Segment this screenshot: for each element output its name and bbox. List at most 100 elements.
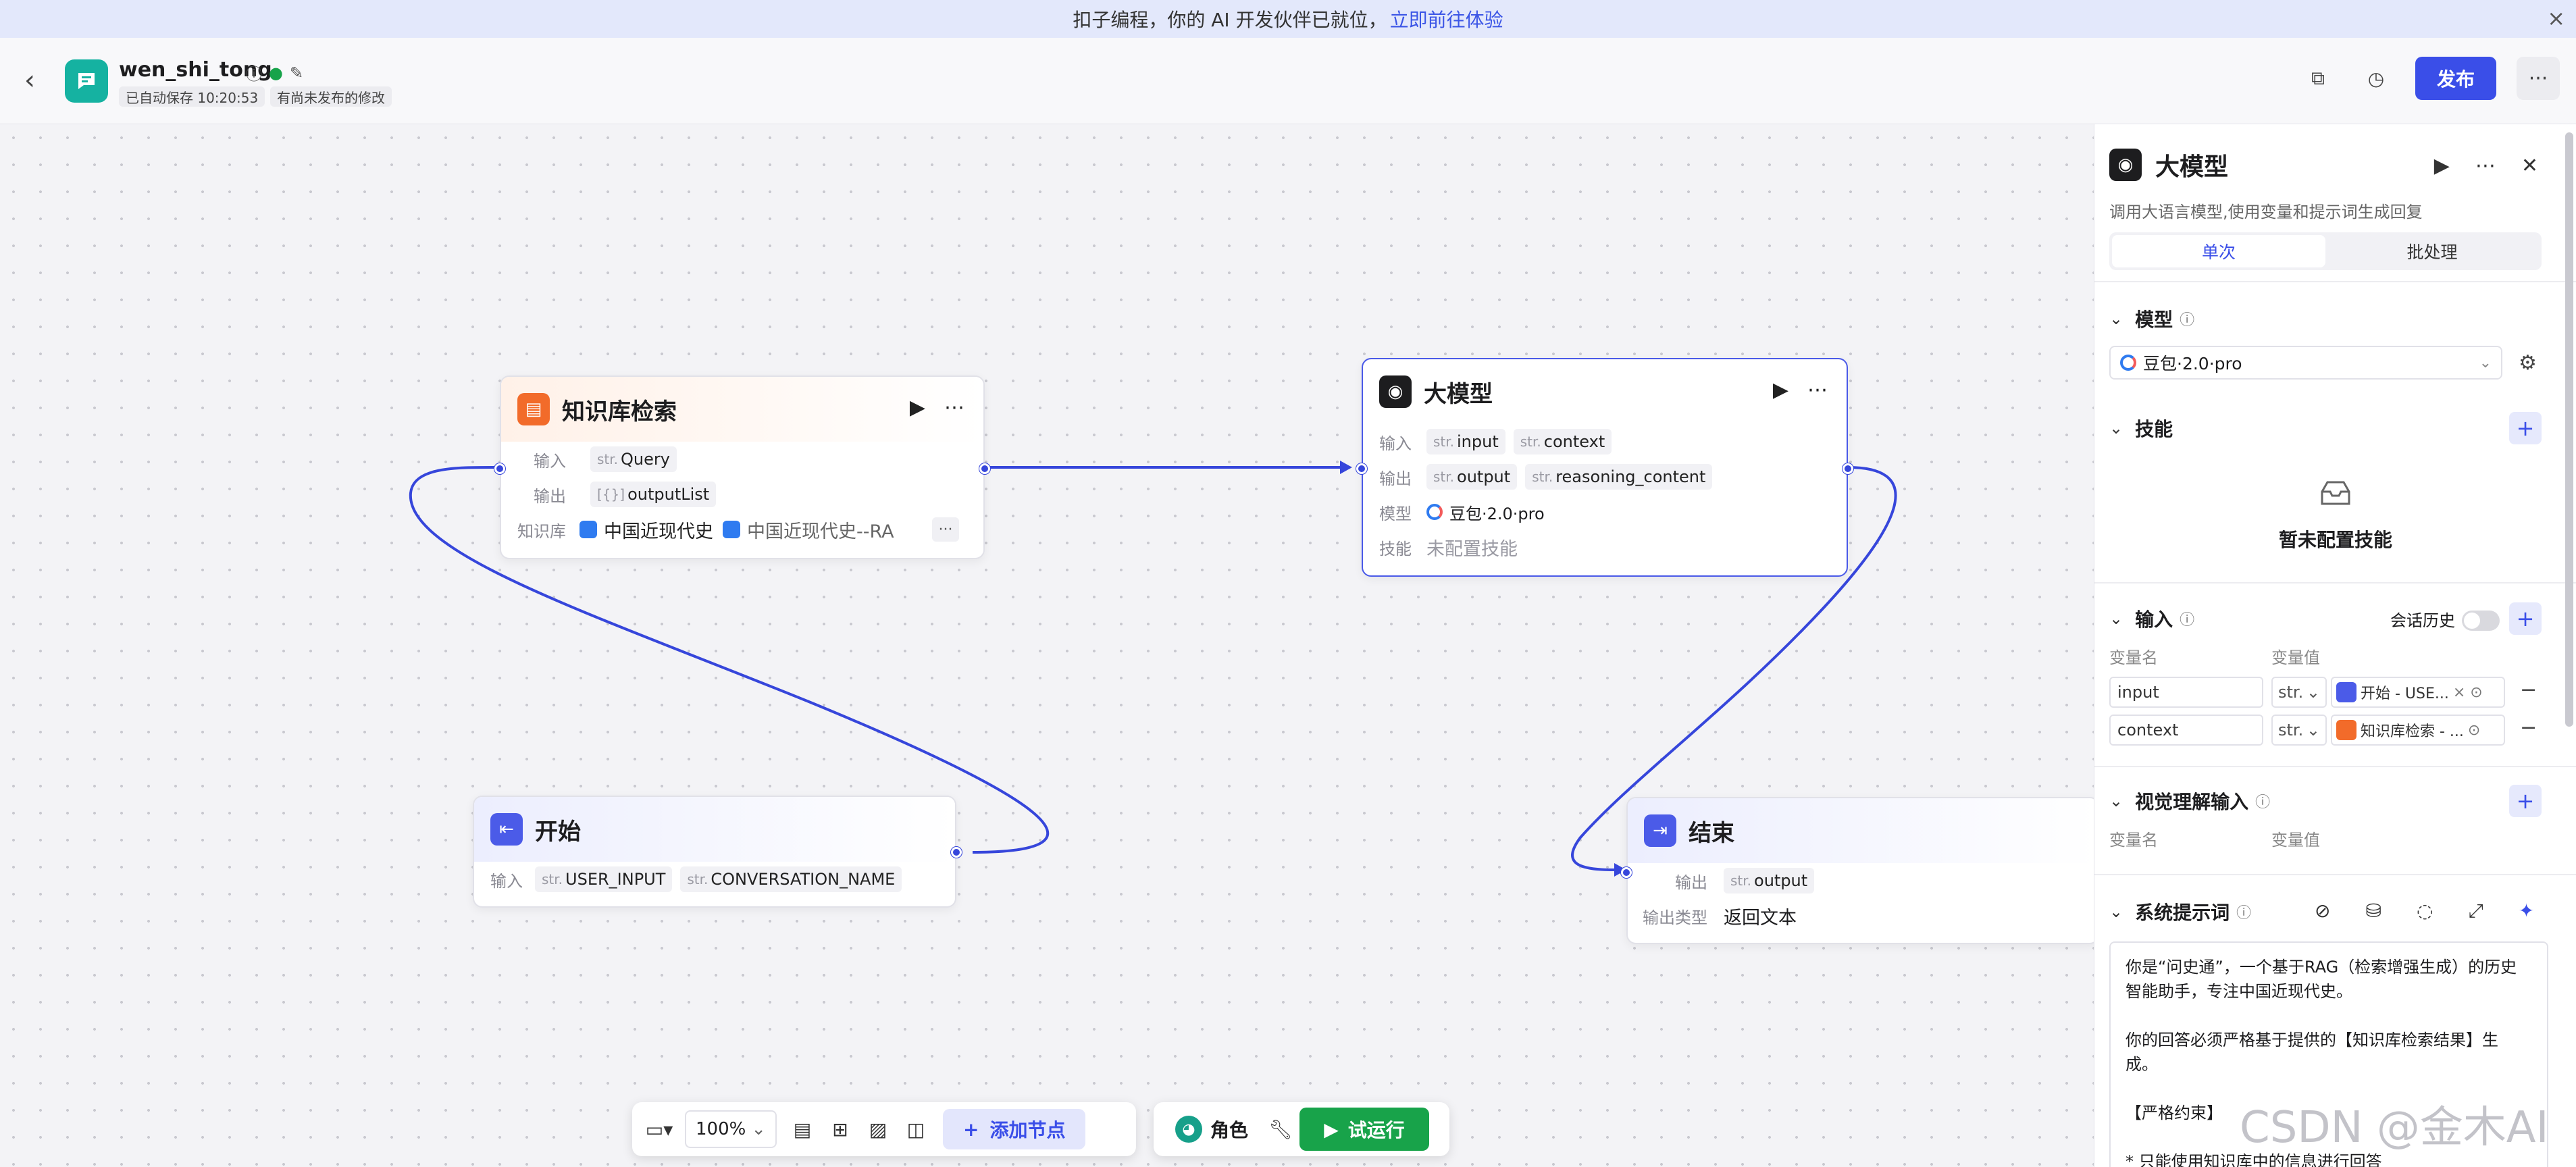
add-vision-button[interactable]: + (2509, 785, 2542, 817)
ai-optimize-icon[interactable]: ✦ (2518, 900, 2535, 922)
auto-layout-icon[interactable]: ⊞ (832, 1118, 848, 1141)
output-port[interactable] (979, 463, 990, 474)
announcement-banner: 扣子编程，你的 AI 开发伙伴已就位， 立即前往体验 × (0, 0, 2576, 38)
workflow-canvas[interactable] (0, 124, 2094, 1167)
run-node-icon[interactable]: ▶ (2433, 154, 2450, 178)
tab-batch[interactable]: 批处理 (2406, 242, 2458, 262)
compass-icon[interactable]: ⊘ (2315, 900, 2331, 922)
variable-chip: str.Query (590, 446, 677, 472)
divider (2094, 582, 2576, 584)
system-prompt-editor[interactable]: 你是“问史通”，一个基于RAG（检索增强生成）的历史 智能助手，专注中国近现代史… (2109, 941, 2548, 1167)
role-button[interactable]: ◕角色 (1162, 1116, 1262, 1143)
run-node-icon[interactable]: ▶ (1772, 378, 1788, 402)
zoom-select[interactable]: 100%⌄ (685, 1110, 777, 1148)
output-port[interactable] (1843, 463, 1853, 474)
more-icon[interactable]: ⋯ (944, 396, 964, 419)
node-header: ⇤ 开始 (474, 797, 955, 862)
history-icon[interactable]: ◷ (2367, 67, 2385, 90)
col-name-label: 变量名 (2109, 831, 2158, 850)
var-ref-select[interactable]: 知识库检索 - ...⊙ (2331, 715, 2505, 746)
run-node-icon[interactable]: ▶ (909, 396, 925, 419)
skill-empty-text: 暂未配置技能 (2278, 529, 2392, 551)
end-icon: ⇥ (1644, 814, 1676, 847)
banner-link[interactable]: 立即前往体验 (1389, 9, 1503, 31)
node-title: 大模型 (1424, 380, 1493, 408)
panel-scrollbar[interactable] (2565, 132, 2573, 727)
tab-single[interactable]: 单次 (2112, 235, 2325, 267)
input-port[interactable] (1356, 463, 1367, 474)
bulb-icon[interactable]: ◌ (2416, 900, 2433, 922)
expand-icon[interactable]: ⤢ (2468, 900, 2483, 922)
play-icon: ▶ (1324, 1118, 1339, 1141)
input-row: 输入 str.Query (501, 442, 983, 477)
close-icon[interactable]: × (2547, 5, 2565, 31)
variable-chip: str.USER_INPUT (535, 866, 673, 892)
more-icon[interactable]: ⋯ (2475, 154, 2496, 178)
check-icon: ● (269, 63, 283, 82)
output-type-row: 输出类型 返回文本 (1628, 898, 2098, 933)
chevron-down-icon: ⌄ (2479, 354, 2492, 371)
publish-button[interactable]: 发布 (2415, 57, 2496, 100)
plus-icon: + (963, 1118, 979, 1141)
model-select[interactable]: 豆包·2.0·pro⌄ (2109, 346, 2502, 380)
var-ref-select[interactable]: 开始 - USE...× ⊙ (2331, 677, 2505, 708)
copy-icon[interactable]: ⧉ (2311, 67, 2325, 89)
dataset-icon (723, 521, 740, 538)
input-port[interactable] (494, 463, 505, 474)
chevron-down-icon: ⌄ (2109, 609, 2123, 628)
back-icon[interactable]: ‹ (24, 65, 35, 96)
canvas-toolbar: ▭▾ 100%⌄ ▤ ⊞ ▨ ◫ +添加节点 (632, 1102, 1136, 1156)
var-name-input[interactable]: context (2109, 715, 2263, 746)
more-kb-icon[interactable]: ··· (932, 517, 959, 542)
library-icon[interactable]: ⛁ (2365, 900, 2381, 922)
wrench-icon[interactable]: 🔧︎ (1268, 1118, 1293, 1141)
var-type-select[interactable]: str.⌄ (2271, 677, 2327, 708)
header-actions: ⧉ ◷ 发布 ··· (2299, 57, 2560, 100)
close-icon[interactable]: ✕ (2521, 154, 2538, 178)
node-knowledge-retrieval[interactable]: ▤ 知识库检索 ▶ ⋯ 输入 str.Query 输出 [{}]outputLi… (494, 375, 990, 559)
edit-icon[interactable]: ✎ (289, 63, 304, 82)
test-run-button[interactable]: ▶试运行 (1299, 1108, 1430, 1151)
more-button[interactable]: ··· (2517, 57, 2560, 100)
kb-label: 知识库 (517, 521, 566, 541)
kb-item: 中国近现代史 (579, 517, 713, 543)
var-name-input[interactable]: input (2109, 677, 2263, 708)
node-start[interactable]: ⇤ 开始 输入 str.USER_INPUT str.CONVERSATION_… (473, 796, 962, 908)
variable-chip: str.output (1426, 464, 1518, 490)
chevron-down-icon: ⌄ (2109, 309, 2123, 328)
remove-row-icon[interactable]: − (2520, 678, 2538, 702)
chevron-down-icon: ⌄ (2109, 792, 2123, 810)
model-row: 模型 豆包·2.0·pro (1363, 494, 1847, 529)
skill-section-header[interactable]: ⌄技能 + (2109, 412, 2542, 444)
add-node-button[interactable]: +添加节点 (943, 1109, 1086, 1149)
input-port[interactable] (1621, 867, 1632, 878)
node-header: ◉ 大模型 ▶ ⋯ (1363, 359, 1847, 424)
variable-chip: str.output (1724, 868, 1815, 893)
image-icon[interactable]: ▨ (869, 1118, 887, 1141)
output-label: 输出 (1379, 469, 1412, 488)
input-label: 输入 (490, 871, 523, 891)
add-skill-button[interactable]: + (2509, 412, 2542, 444)
layout-icon[interactable]: ▭▾ (645, 1118, 673, 1141)
model-label: 模型 (1379, 504, 1412, 523)
output-port[interactable] (951, 847, 962, 858)
more-icon[interactable]: ⋯ (1807, 378, 1828, 402)
kb-item: 中国近现代史--RA (723, 517, 894, 543)
remove-row-icon[interactable]: − (2520, 716, 2538, 740)
add-input-button[interactable]: + (2509, 602, 2542, 635)
app-meta-icons: ⓘ ● ✎ (246, 61, 303, 84)
node-end[interactable]: ⇥ 结束 输出 str.output 输出类型 返回文本 (1621, 797, 2099, 944)
var-type-select[interactable]: str.⌄ (2271, 715, 2327, 746)
node-llm[interactable]: ◉ 大模型 ▶ ⋯ 输入 str.input str.context 输出 st… (1356, 358, 1853, 577)
history-toggle[interactable] (2462, 611, 2500, 631)
info-icon[interactable]: ⓘ (246, 65, 262, 84)
minimap-icon[interactable]: ◫ (906, 1118, 925, 1141)
info-icon: ⓘ (2180, 612, 2195, 629)
start-icon: ⇤ (490, 813, 523, 846)
comment-icon[interactable]: ▤ (793, 1118, 812, 1141)
gear-icon[interactable]: ⚙ (2519, 351, 2537, 375)
